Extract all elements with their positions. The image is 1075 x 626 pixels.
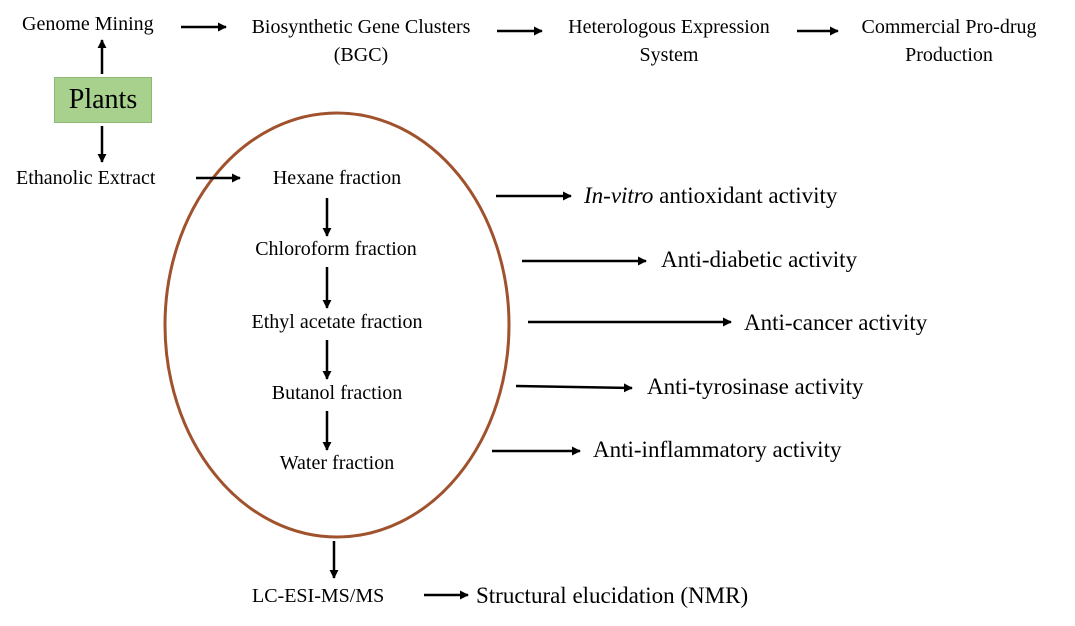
commercial-label-line1: Commercial Pro-drug	[861, 16, 1037, 38]
antidiabetic-activity-node: Anti-diabetic activity	[661, 247, 858, 272]
plants-node: Plants	[54, 77, 152, 123]
lcms-node: LC-ESI-MS/MS	[252, 585, 385, 607]
heterologous-node: Heterologous Expression System	[568, 13, 770, 69]
water-fraction-node: Water fraction	[279, 452, 395, 474]
plants-label: Plants	[68, 84, 138, 115]
chloroform-fraction-node: Chloroform fraction	[255, 238, 417, 260]
antiinflammatory-activity-node: Anti-inflammatory activity	[593, 437, 842, 462]
antityrosinase-activity-node: Anti-tyrosinase activity	[647, 374, 864, 399]
bgc-label-line1: Biosynthetic Gene Clusters	[251, 16, 471, 38]
antioxidant-activity-node: In-vitro antioxidant activity	[584, 184, 837, 207]
antioxidant-italic-part: In-vitro	[584, 183, 654, 208]
genome-mining-node: Genome Mining	[22, 13, 154, 35]
commercial-node: Commercial Pro-drug Production	[862, 13, 1037, 69]
commercial-label-line2: Production	[905, 44, 993, 66]
structural-elucidation-node: Structural elucidation (NMR)	[476, 583, 749, 608]
anticancer-activity-node: Anti-cancer activity	[744, 310, 928, 335]
antioxidant-rest-part: antioxidant activity	[653, 183, 838, 208]
ethanolic-extract-node: Ethanolic Extract	[16, 167, 156, 189]
hexane-fraction-node: Hexane fraction	[272, 167, 402, 189]
butanol-fraction-node: Butanol fraction	[271, 382, 403, 404]
ethyl-acetate-fraction-node: Ethyl acetate fraction	[251, 311, 423, 333]
arrow-to-antityrosinase	[515, 383, 633, 393]
fractions-ellipse	[163, 111, 511, 539]
bgc-node: Biosynthetic Gene Clusters (BGC)	[252, 13, 471, 69]
hetero-label-line2: System	[639, 44, 699, 66]
bgc-label-line2: (BGC)	[333, 44, 389, 66]
hetero-label-line1: Heterologous Expression	[568, 16, 770, 38]
